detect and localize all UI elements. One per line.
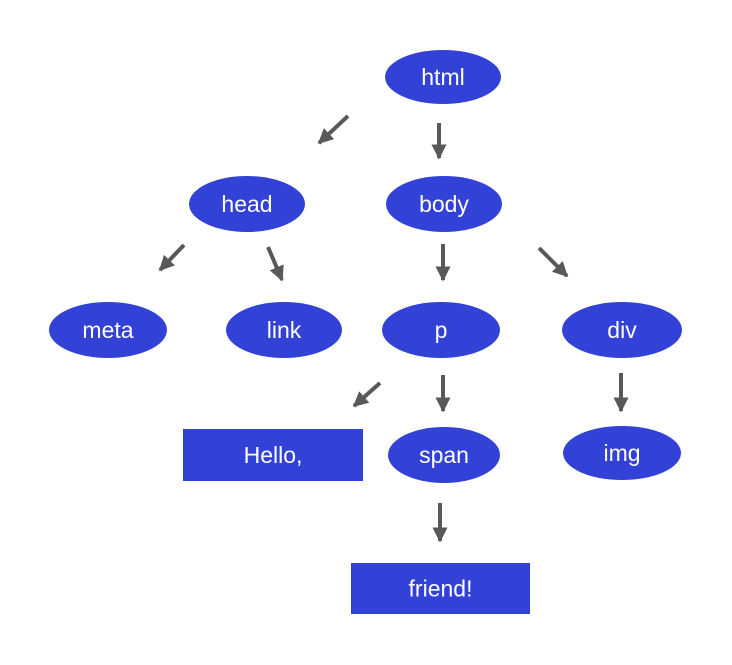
node-span-ellipse	[388, 427, 500, 483]
edge-body-to-div	[537, 246, 569, 278]
nodes-layer: html head body meta link p div span img Hello, fri…	[49, 50, 682, 614]
node-body-label: body	[419, 191, 469, 217]
node-friend: friend!	[351, 563, 530, 614]
node-p-label: p	[435, 317, 448, 343]
node-meta-ellipse	[49, 302, 167, 358]
edge-html-to-head	[317, 114, 350, 145]
edge-p-to-hello	[352, 381, 382, 408]
edges-layer	[158, 114, 629, 543]
node-div: div	[562, 302, 682, 358]
node-head-label: head	[221, 191, 272, 217]
node-friend-rect	[351, 563, 530, 614]
node-head: head	[189, 176, 305, 232]
node-friend-label: friend!	[409, 576, 473, 602]
node-link-ellipse	[226, 302, 342, 358]
node-p: p	[382, 302, 500, 358]
node-html-label: html	[421, 64, 464, 90]
node-link-label: link	[267, 317, 302, 343]
node-p-ellipse	[382, 302, 500, 358]
edge-head-to-link	[266, 246, 284, 282]
node-hello: Hello,	[183, 429, 363, 481]
node-img: img	[563, 426, 681, 480]
node-link: link	[226, 302, 342, 358]
node-html: html	[385, 50, 501, 104]
node-head-ellipse	[189, 176, 305, 232]
node-div-label: div	[607, 317, 637, 343]
edge-head-to-meta	[158, 243, 186, 272]
node-body-ellipse	[386, 176, 502, 232]
node-span-label: span	[419, 442, 469, 468]
node-meta-label: meta	[82, 317, 133, 343]
node-img-label: img	[603, 440, 640, 466]
node-hello-rect	[183, 429, 363, 481]
node-div-ellipse	[562, 302, 682, 358]
node-meta: meta	[49, 302, 167, 358]
node-img-ellipse	[563, 426, 681, 480]
node-span: span	[388, 427, 500, 483]
node-hello-label: Hello,	[244, 442, 303, 468]
node-html-ellipse	[385, 50, 501, 104]
node-body: body	[386, 176, 502, 232]
